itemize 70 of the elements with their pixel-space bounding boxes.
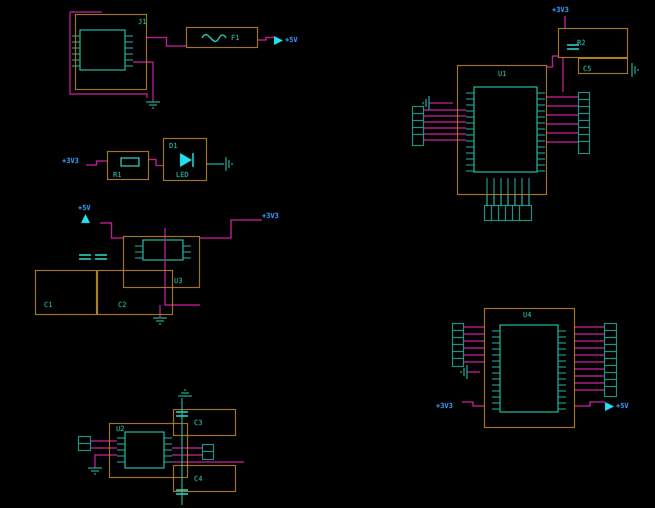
component-outline: [123, 236, 200, 288]
wire: [200, 219, 262, 239]
wire: [424, 115, 457, 117]
wire: [575, 354, 604, 356]
wire: [188, 447, 202, 449]
component-outline: [558, 28, 628, 58]
component-outline: [163, 138, 207, 181]
wire: [464, 326, 484, 328]
wire: [575, 340, 604, 342]
component-outline: [484, 308, 575, 428]
wire: [86, 160, 107, 166]
wire: [547, 132, 578, 134]
pin-header-connector: [202, 444, 214, 460]
wire: [547, 55, 558, 68]
wire: [575, 389, 604, 391]
wire: [575, 326, 604, 328]
pin-header-connector: [78, 436, 91, 451]
wire: [575, 347, 604, 349]
wire: [547, 123, 578, 125]
wire: [464, 361, 484, 363]
wire: [91, 440, 109, 442]
wire: [424, 139, 457, 141]
wire: [147, 36, 186, 47]
wire: [547, 96, 578, 98]
wire: [575, 361, 604, 363]
wire: [464, 354, 484, 356]
wire: [424, 133, 457, 135]
component-outline: [35, 270, 97, 315]
component-outline: [173, 409, 236, 436]
component-outline: [75, 14, 147, 90]
wire: [575, 382, 604, 384]
wire: [514, 195, 516, 205]
wire: [575, 333, 604, 335]
wire: [507, 195, 509, 205]
pin-header-connector: [412, 106, 424, 146]
wire: [547, 141, 578, 143]
wire: [424, 109, 457, 111]
component-outline: [457, 65, 547, 195]
wire: [547, 114, 578, 116]
component-outline: [578, 58, 628, 74]
component-outline: [186, 27, 258, 48]
wire: [91, 447, 109, 449]
component-outline: [97, 270, 173, 315]
component-outline: [173, 465, 236, 492]
wire: [462, 401, 484, 407]
pin-header-connector: [452, 323, 464, 367]
wire: [528, 195, 530, 205]
wire: [258, 36, 274, 41]
wire: [464, 347, 484, 349]
wire: [100, 222, 123, 239]
wire: [493, 195, 495, 205]
wire: [500, 195, 502, 205]
wire: [486, 195, 488, 205]
pin-header-connector: [604, 323, 617, 397]
component-outline: [109, 423, 188, 478]
wire: [424, 127, 457, 129]
wire: [575, 368, 604, 370]
component-outline: [107, 151, 149, 180]
wire: [149, 158, 163, 166]
pin-header-connector: [484, 205, 532, 221]
wire: [464, 333, 484, 335]
wire: [188, 454, 202, 456]
wire: [575, 375, 604, 377]
wire: [464, 340, 484, 342]
pin-header-connector: [578, 92, 590, 154]
wire: [424, 121, 457, 123]
wire: [521, 195, 523, 205]
wire: [564, 16, 566, 28]
wire: [575, 401, 605, 407]
wire: [547, 105, 578, 107]
